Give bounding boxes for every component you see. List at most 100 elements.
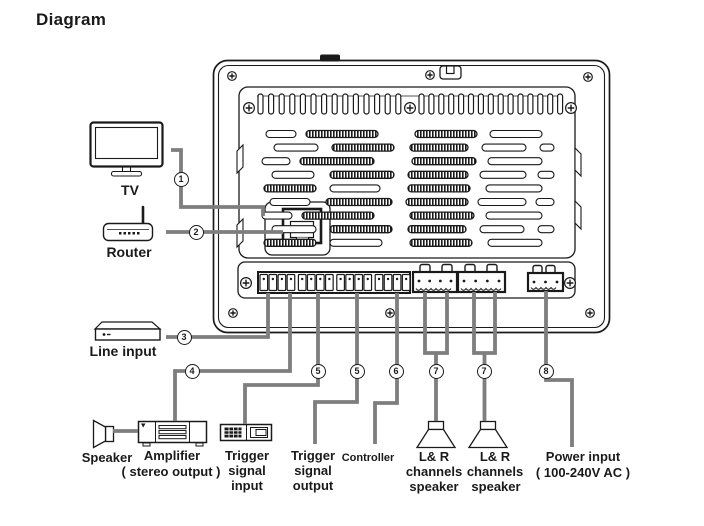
callout-3: 3: [176, 329, 192, 345]
vent-slot: [485, 211, 543, 220]
lr-speaker2-label-1: L& R: [479, 449, 511, 464]
vent-slot: [395, 93, 402, 115]
speaker-connector-1: [411, 263, 459, 294]
callout-4: 4: [184, 363, 200, 379]
callout-5: 5: [310, 363, 326, 379]
vent-slot: [487, 157, 543, 166]
power-label-1: Power input: [545, 449, 621, 464]
callout-6: 6: [388, 363, 404, 379]
wire-power: [544, 291, 574, 447]
vent-slot: [418, 93, 425, 115]
callout-8: 8: [538, 363, 554, 379]
vent-slot: [411, 157, 477, 166]
vent-slot: [305, 129, 379, 139]
terminal: [268, 273, 278, 292]
terminal: [392, 273, 402, 292]
vent-slot: [263, 184, 317, 193]
vent-slot: [477, 197, 527, 207]
vent-slot: [342, 93, 349, 115]
vent-slot: [537, 93, 544, 115]
vent-slot: [257, 93, 264, 115]
power-label-2: ( 100-240V AC ): [535, 465, 631, 480]
vent-slot: [547, 93, 554, 115]
vent-slot: [352, 93, 359, 115]
vent-slot: [479, 170, 527, 179]
speaker-label: Speaker: [81, 450, 133, 465]
vent-slot: [363, 93, 370, 115]
lr-speaker-icon-2: [467, 420, 509, 449]
terminal: [297, 273, 307, 292]
terminal: [354, 273, 364, 292]
vent-slot: [409, 143, 469, 152]
vent-slot: [331, 143, 395, 152]
trigger-output-label-2: signal: [294, 463, 332, 478]
page-title: Diagram: [36, 10, 107, 29]
terminal: [374, 273, 384, 292]
terminal: [401, 273, 411, 292]
wire-tv: [171, 148, 265, 216]
vent-slot: [517, 93, 524, 115]
vent-slot: [299, 93, 306, 115]
vent-slot: [477, 93, 484, 115]
vent-slot: [329, 238, 383, 247]
controller-label: Controller: [341, 452, 395, 464]
lr-speaker2-label-2: channels: [466, 464, 524, 479]
router-icon: [102, 205, 154, 242]
lr-speaker1-label-1: L& R: [418, 449, 450, 464]
terminal: [277, 273, 287, 292]
callout-2: 2: [188, 224, 204, 240]
hanger-tab: [439, 65, 462, 80]
vent-slot: [527, 93, 534, 115]
vent-slot: [467, 93, 475, 115]
vent-slot: [507, 93, 514, 115]
wire-trigger-input: [243, 293, 320, 424]
vent-slot: [407, 184, 471, 193]
vent-slot: [299, 157, 375, 166]
vent-slot: [289, 93, 296, 115]
lr-speaker1-label-2: channels: [405, 464, 463, 479]
callout-7: 7: [476, 363, 492, 379]
vent-slot: [481, 143, 527, 152]
vent-slot: [409, 211, 475, 220]
vent-slot: [537, 170, 555, 179]
vent-slot: [331, 93, 338, 115]
vent-slot: [537, 225, 555, 234]
vent-slot: [438, 93, 445, 115]
vent-slot: [458, 93, 465, 115]
terminal: [286, 273, 296, 292]
power-connector: [526, 264, 565, 293]
vent-slot: [329, 170, 395, 179]
amplifier-label: Amplifier: [143, 448, 201, 463]
vent-slot: [265, 129, 297, 139]
trigger-output-label-1: Trigger: [290, 448, 336, 463]
wire-amplifier: [173, 293, 292, 421]
external-devices: [89, 121, 509, 449]
vent-slot: [428, 93, 435, 115]
vent-slot: [310, 93, 317, 115]
speaker-icon: [92, 419, 115, 449]
wire-line-input: [166, 293, 270, 339]
vent-slot: [409, 238, 473, 247]
terminal: [315, 273, 325, 292]
callout-5: 5: [349, 363, 365, 379]
callout-1: 1: [173, 171, 189, 187]
vent-slot: [487, 93, 494, 115]
vent-slot: [448, 93, 455, 115]
terminal: [259, 273, 269, 292]
vent-slot: [329, 184, 381, 193]
vent-slot: [271, 170, 315, 179]
amplifier-note: ( stereo output ): [121, 464, 221, 479]
vent-slot: [268, 93, 275, 115]
vent-slot: [407, 170, 469, 179]
speaker-connector-2: [456, 263, 507, 294]
trigger-input-label-3: input: [231, 478, 263, 493]
vent-slot: [261, 157, 291, 166]
vent-slot: [321, 93, 328, 115]
vent-slot: [479, 225, 525, 234]
vent-slot: [487, 238, 543, 247]
vent-panel: [238, 86, 576, 259]
vent-slot: [556, 93, 564, 115]
terminal: [306, 273, 316, 292]
